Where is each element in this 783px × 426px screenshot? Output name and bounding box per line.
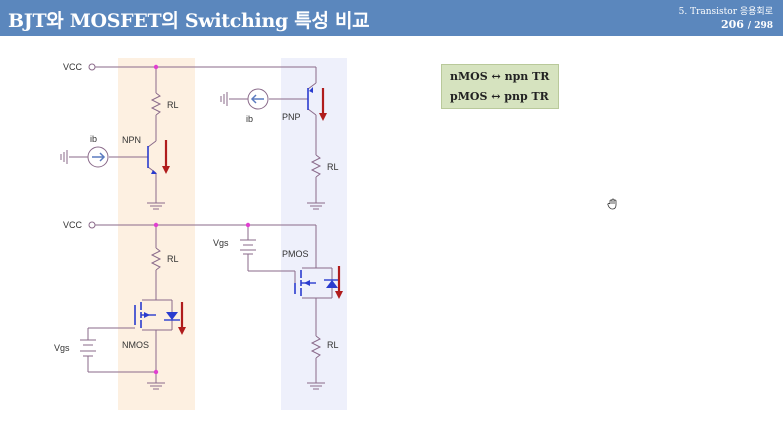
rl-npn-label: RL <box>167 100 179 110</box>
pmos-label: PMOS <box>282 249 309 259</box>
legend-line-nmos: nMOS ↔ npn TR <box>450 70 550 83</box>
npn-label: NPN <box>122 135 141 145</box>
rl-pmos-label: RL <box>327 340 339 350</box>
nmos-label: NMOS <box>122 340 149 350</box>
chapter-label: 5. Transistor 응용회로 <box>678 7 773 17</box>
legend-line-pmos: pMOS ↔ pnp TR <box>450 90 549 103</box>
pnp-label: PNP <box>282 112 301 122</box>
ib-npn-label: ib <box>90 134 97 144</box>
rl-nmos-label: RL <box>167 254 179 264</box>
ib-pnp-label: ib <box>246 114 253 124</box>
page-current: 206 <box>720 18 744 31</box>
page-total: / 298 <box>747 21 773 31</box>
rl-pnp-label: RL <box>327 162 339 172</box>
legend-box: nMOS ↔ npn TR pMOS ↔ pnp TR <box>441 64 559 109</box>
page-number: 206 / 298 <box>721 18 773 31</box>
vcc-label-bottom: VCC <box>63 220 83 230</box>
slide-title: BJT와 MOSFET의 Switching 특성 비교 <box>8 10 370 32</box>
slide-header: BJT와 MOSFET의 Switching 특성 비교 5. Transist… <box>0 0 783 36</box>
hand-cursor-icon <box>607 198 617 210</box>
vgs-pmos-label: Vgs <box>213 238 229 248</box>
pmos-pnp-zone <box>281 58 347 410</box>
vgs-nmos-label: Vgs <box>54 343 70 353</box>
vcc-label-top: VCC <box>63 62 83 72</box>
